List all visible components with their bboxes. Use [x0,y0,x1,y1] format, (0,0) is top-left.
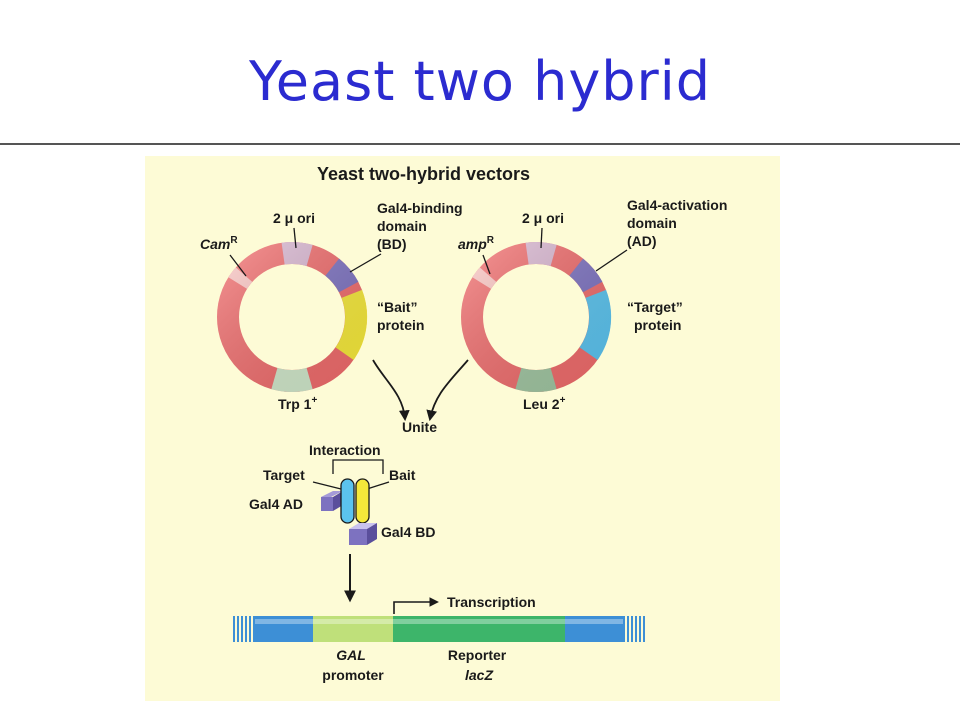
right-ori-leader [540,227,543,249]
gal-promoter-segment [313,616,393,642]
reporter-gene: Transcription GAL promoter Reporter lacZ [233,594,645,683]
left-marker-label: Trp 1+ [278,395,317,412]
target-leader [312,481,342,490]
left-ori-leader [293,227,297,249]
right-ring-shade [461,242,611,392]
reporter-label: Reporter lacZ [448,647,510,683]
unite-label: Unite [402,419,437,435]
target-protein-capsule [340,478,355,524]
title-divider [0,143,960,145]
left-resistance-leader [229,254,247,277]
gal-promoter-label: GAL promoter [322,647,384,683]
dna-highlight [255,619,623,624]
figure-heading: Yeast two-hybrid vectors [317,164,530,184]
bait-label: Bait [389,467,416,483]
right-resistance-leader [482,254,491,275]
right-insert-label: “Target” protein [627,299,687,333]
dna-right-end [623,616,645,642]
left-domain-label: Gal4-binding domain (BD) [377,200,466,252]
bait-protein-capsule [355,478,370,524]
interaction-label: Interaction [309,442,381,458]
left-ori-label: 2 μ ori [273,210,315,226]
gal4-bd-label: Gal4 BD [381,524,435,540]
right-domain-label: Gal4-activation domain (AD) [627,197,731,249]
right-marker-label: Leu 2+ [523,395,566,412]
left-domain-leader [349,253,382,273]
reporter-segment [393,616,565,642]
protein-complex: Interaction Target Bait Gal4 AD Gal4 BD [249,442,435,545]
gal4-ad-label: Gal4 AD [249,496,303,512]
dna-left-end [233,616,255,642]
right-plasmid: 2 μ ori ampR Gal4-activation domain (AD)… [458,197,731,412]
target-label: Target [263,467,305,483]
two-hybrid-figure: Yeast two-hybrid vectors 2 μ ori CamR Ga… [145,156,780,701]
left-insert-label: “Bait” protein [377,299,424,333]
unite-arrow-left [372,359,410,422]
left-plasmid: 2 μ ori CamR Gal4-binding domain (BD) “B… [200,200,466,412]
gal4-ad-block [321,491,343,511]
left-resistance-label: CamR [200,235,238,252]
left-ring-shade [217,242,367,392]
unite-arrow-right [426,359,469,422]
gal4-bd-block [349,523,377,545]
slide-title: Yeast two hybrid [248,50,712,113]
dna-right-blue [565,616,623,642]
transcription-arrow [393,597,439,614]
dna-left-blue [255,616,313,642]
bait-leader [366,481,390,490]
right-domain-leader [595,249,628,272]
interaction-bracket [332,459,384,474]
right-ori-label: 2 μ ori [522,210,564,226]
figure-canvas: Yeast two-hybrid vectors 2 μ ori CamR Ga… [200,164,731,683]
transcription-label: Transcription [447,594,536,610]
right-resistance-label: ampR [458,235,495,252]
